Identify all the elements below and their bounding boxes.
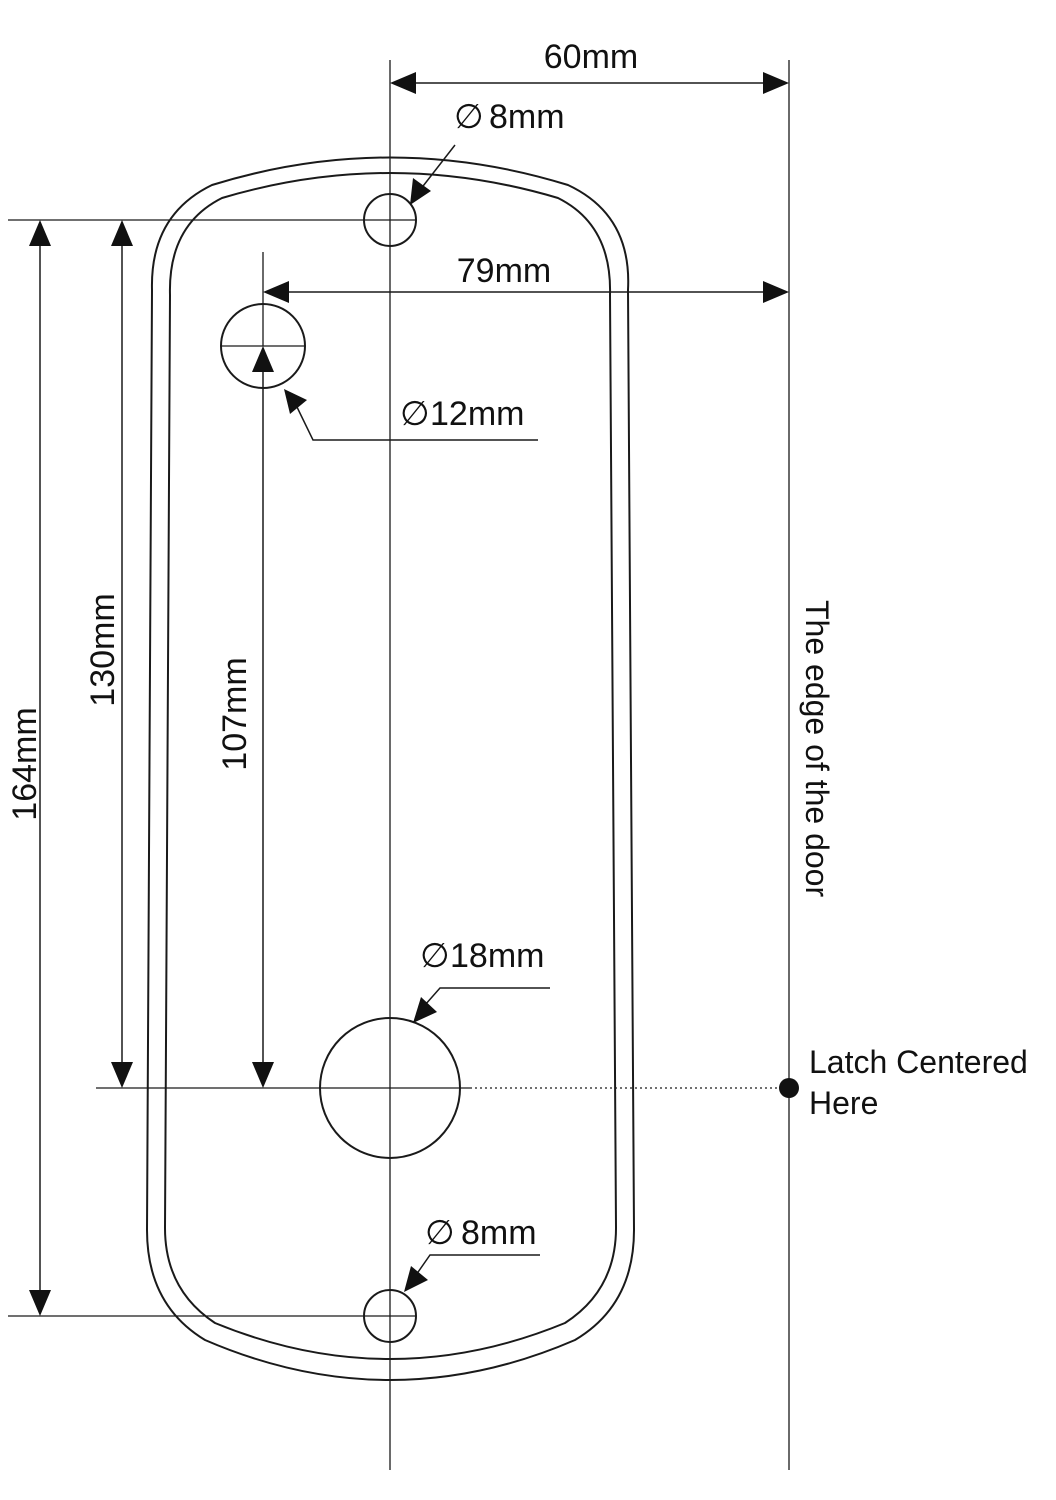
spindle-leader-arrow	[413, 997, 437, 1023]
diameter-symbol: ∅	[420, 937, 450, 975]
cylinder-diameter-label: 12mm	[430, 395, 524, 433]
latch-note-line1: Latch Centered	[809, 1044, 1028, 1080]
bottom-screw-leader-arrow	[404, 1266, 428, 1292]
spindle-callout: ∅ 18mm	[420, 937, 544, 975]
spindle-leader	[424, 987, 550, 1006]
dim-107-label: 107mm	[216, 657, 254, 770]
dim-107-arrow-top	[252, 346, 274, 372]
leader-lines	[295, 144, 550, 1276]
cylinder-leader-arrow	[284, 389, 307, 414]
holes	[220, 193, 461, 1343]
dim-79-arrow-right	[763, 281, 789, 303]
top-screw-leader-arrow	[410, 178, 431, 205]
top-screw-callout: ∅ 8mm	[454, 98, 565, 136]
dim-60-arrow-right	[763, 72, 789, 94]
dim-130-label: 130mm	[84, 593, 122, 706]
latch-center-dot	[779, 1078, 799, 1098]
diameter-symbol: ∅	[454, 98, 484, 136]
plate-outline	[145, 156, 636, 1381]
top-screw-hole	[363, 193, 417, 247]
leader-arrowheads	[284, 178, 437, 1292]
door-edge-note: The edge of the door	[799, 600, 835, 897]
dim-79-label: 79mm	[457, 252, 551, 290]
dim-164-arrow-top	[29, 220, 51, 246]
dim-60-arrow-left	[390, 72, 416, 94]
top-screw-diameter-label: 8mm	[489, 98, 565, 136]
dim-107-arrow-bottom	[252, 1062, 274, 1088]
diameter-symbol: ∅	[400, 395, 430, 433]
dim-130-arrow-bottom	[111, 1062, 133, 1088]
plate-inner-edge	[163, 172, 618, 1360]
plate-outer-edge	[145, 156, 636, 1381]
bottom-screw-leader	[415, 1254, 540, 1276]
spindle-hole	[319, 1017, 461, 1159]
arrowheads	[29, 72, 789, 1316]
dim-130-arrow-top	[111, 220, 133, 246]
top-screw-leader	[419, 144, 456, 191]
spindle-diameter-label: 18mm	[450, 937, 544, 975]
dim-60-label: 60mm	[544, 38, 638, 76]
bottom-screw-hole	[363, 1289, 417, 1343]
dim-164-arrow-bottom	[29, 1290, 51, 1316]
diameter-symbol: ∅	[425, 1214, 455, 1252]
latch-note-line2: Here	[809, 1085, 878, 1121]
cylinder-leader	[295, 404, 538, 441]
dim-79-arrow-left	[263, 281, 289, 303]
bottom-screw-diameter-label: 8mm	[461, 1214, 537, 1252]
bottom-screw-callout: ∅ 8mm	[425, 1214, 537, 1252]
dimension-lines	[39, 82, 769, 1296]
dim-164-label: 164mm	[6, 707, 44, 820]
extension-lines	[8, 219, 789, 1317]
cylinder-callout: ∅ 12mm	[400, 395, 524, 433]
